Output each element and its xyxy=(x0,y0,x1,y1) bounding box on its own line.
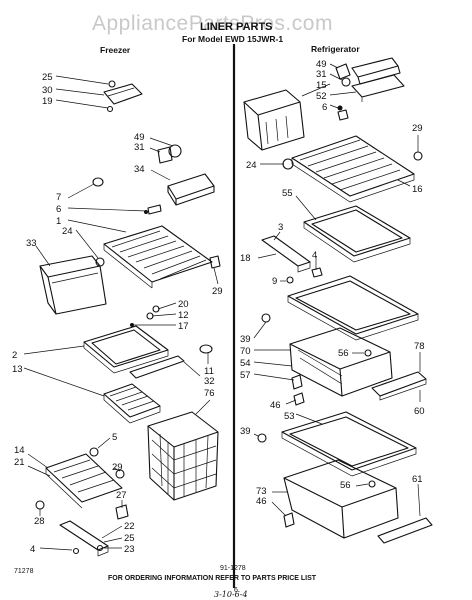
callout-r3: 3 xyxy=(278,222,283,233)
callout-r4: 4 xyxy=(312,250,317,261)
callout-r49: 49 xyxy=(316,59,327,70)
freezer-top-bracket xyxy=(55,75,143,113)
callout-r70: 70 xyxy=(240,346,251,357)
callout-f25b: 25 xyxy=(124,533,135,544)
callout-r56b: 56 xyxy=(340,480,351,491)
diagram-code: 91-1278 xyxy=(220,565,246,572)
freezer-ice-tray-hardware xyxy=(130,302,177,327)
callout-r46a: 46 xyxy=(270,400,281,411)
callout-f13: 13 xyxy=(12,364,23,375)
callout-f22: 22 xyxy=(124,521,135,532)
callout-r52: 52 xyxy=(316,91,327,102)
callout-r57: 57 xyxy=(240,370,251,381)
callout-r56a: 56 xyxy=(338,348,349,359)
callout-f23: 23 xyxy=(124,544,135,555)
callout-f5: 5 xyxy=(112,432,117,443)
corner-code: 71278 xyxy=(14,568,34,575)
callout-r39b: 39 xyxy=(240,426,251,437)
callout-f4: 4 xyxy=(30,544,35,555)
callout-f34: 34 xyxy=(134,164,145,175)
page-number: 6 xyxy=(234,587,238,594)
watermark: AppliancePartsPros.com xyxy=(92,12,333,35)
freezer-basket-rail xyxy=(129,344,213,379)
callout-r24: 24 xyxy=(246,160,257,171)
callout-r16: 16 xyxy=(412,184,423,195)
refrigerator-pan-rail xyxy=(257,231,323,284)
callout-r15: 15 xyxy=(316,80,327,91)
callout-f30: 30 xyxy=(42,85,53,96)
callout-f25a: 25 xyxy=(42,72,53,83)
callout-r73: 73 xyxy=(256,486,267,497)
freezer-lower-shelf xyxy=(27,453,125,516)
callout-f20: 20 xyxy=(178,299,189,310)
callout-f29b: 29 xyxy=(112,462,123,473)
freezer-lower-hardware xyxy=(39,500,129,557)
callout-r60: 60 xyxy=(414,406,425,417)
lower-crisper-cover xyxy=(253,411,417,477)
ice-cube-tray xyxy=(23,367,161,424)
callout-r78: 78 xyxy=(414,341,425,352)
callout-f24: 24 xyxy=(62,226,73,237)
callout-f29a: 29 xyxy=(212,286,223,297)
callout-f19: 19 xyxy=(42,96,53,107)
freezer-wire-basket xyxy=(147,399,219,501)
callout-f49: 49 xyxy=(134,132,145,143)
callout-r46b: 46 xyxy=(256,496,267,507)
ordering-note: FOR ORDERING INFORMATION REFER TO PARTS … xyxy=(108,575,317,582)
section-label-refrigerator: Refrigerator xyxy=(311,44,360,54)
callout-f12: 12 xyxy=(178,310,189,321)
handwritten-note: 3-10-6-4 xyxy=(214,590,248,599)
refrigerator-top-shelf xyxy=(260,135,423,203)
upper-crisper-pan xyxy=(253,313,393,397)
callout-f14: 14 xyxy=(14,445,25,456)
callout-r9: 9 xyxy=(272,276,277,287)
callout-f7: 7 xyxy=(56,192,61,203)
callout-f17: 17 xyxy=(178,321,189,332)
callout-f33: 33 xyxy=(26,238,37,249)
callout-r6: 6 xyxy=(322,102,327,113)
refrigerator-second-shelf xyxy=(295,195,411,263)
callout-f76: 76 xyxy=(204,388,215,399)
diagram-title: LINER PARTS xyxy=(200,21,273,33)
freezer-wire-shelf xyxy=(103,225,221,289)
callout-r31: 31 xyxy=(316,69,327,80)
callout-f2: 2 xyxy=(12,350,17,361)
callout-f31: 31 xyxy=(134,142,145,153)
callout-f11: 11 xyxy=(204,366,214,377)
refrigerator-dairy-bin xyxy=(243,74,405,151)
callout-f21: 21 xyxy=(14,457,25,468)
crisper-support xyxy=(285,392,323,425)
freezer-pin xyxy=(89,437,111,457)
freezer-door-bin xyxy=(35,245,107,315)
callout-r29: 29 xyxy=(412,123,423,134)
callout-r55: 55 xyxy=(282,188,293,199)
model-subtitle: For Model EWD 15JWR-1 xyxy=(182,34,283,44)
refrigerator-light-assembly xyxy=(329,57,401,87)
callout-r18: 18 xyxy=(240,253,251,264)
callout-r39a: 39 xyxy=(240,334,251,345)
section-label-freezer: Freezer xyxy=(100,45,131,55)
callout-r54: 54 xyxy=(240,358,251,369)
crisper-cover-shelf xyxy=(287,275,419,341)
crisper-trim xyxy=(371,352,427,402)
callout-f27: 27 xyxy=(116,490,127,501)
callout-r61: 61 xyxy=(412,474,423,485)
callout-f28: 28 xyxy=(34,516,45,527)
callout-f1: 1 xyxy=(56,216,61,227)
callout-f32: 32 xyxy=(204,376,215,387)
freezer-shelf-hardware xyxy=(67,177,162,267)
freezer-light-assembly xyxy=(149,137,215,206)
freezer-tray-frame xyxy=(23,325,169,374)
callout-r53: 53 xyxy=(284,411,295,422)
lower-crisper-pan xyxy=(271,459,433,544)
callout-f6: 6 xyxy=(56,204,61,215)
